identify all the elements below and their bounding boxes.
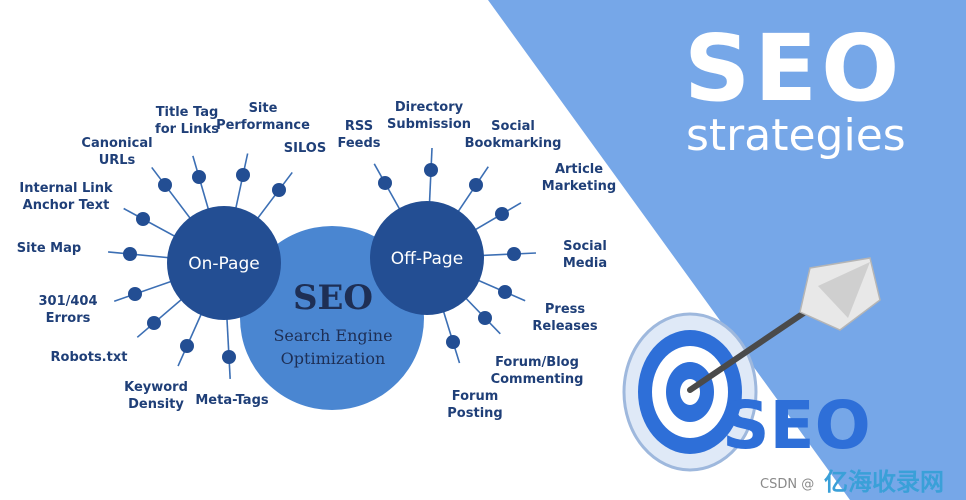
on-page-item-7-dot	[128, 287, 142, 301]
center-title: SEO	[293, 278, 373, 318]
off-page-item-4-dot	[495, 207, 509, 221]
hero-subtitle: strategies	[686, 110, 906, 161]
dart-seo-text: SEO	[722, 387, 871, 464]
on-page-item-8-label: Robots.txt	[51, 350, 128, 365]
on-page-item-2-dot	[236, 168, 250, 182]
on-page-item-4-dot	[158, 178, 172, 192]
off-page-item-1-dot	[378, 176, 392, 190]
on-page-item-10-dot	[222, 350, 236, 364]
on-page-item-6-dot	[123, 247, 137, 261]
center-line2: Optimization	[281, 349, 386, 368]
on-page-item-3-label: SILOS	[284, 141, 326, 156]
on-page-item-10-label: Meta-Tags	[195, 393, 268, 408]
on-page-item-3-dot	[272, 183, 286, 197]
off-page-label: Off-Page	[391, 249, 463, 269]
off-page-hub	[370, 201, 484, 315]
off-page-item-7-dot	[478, 311, 492, 325]
dart-target-illustration: SEO	[622, 257, 881, 472]
on-page-item-9-dot	[180, 339, 194, 353]
off-page-item-8-dot	[446, 335, 460, 349]
on-page-label: On-Page	[188, 254, 259, 274]
on-page-hub	[167, 206, 281, 320]
on-page-item-6-label: Site Map	[17, 241, 81, 256]
on-page-item-5-dot	[136, 212, 150, 226]
off-page-item-3-dot	[469, 178, 483, 192]
watermark-right: 亿海收录网	[824, 468, 944, 496]
off-page-item-5-dot	[507, 247, 521, 261]
watermark-left: CSDN @	[760, 477, 814, 492]
center-line1: Search Engine	[273, 326, 392, 345]
off-page-item-2-dot	[424, 163, 438, 177]
off-page-item-6-dot	[498, 285, 512, 299]
hero-title: SEO	[684, 15, 903, 122]
on-page-item-8-dot	[147, 316, 161, 330]
right-panel	[488, 0, 966, 500]
on-page-item-1-dot	[192, 170, 206, 184]
